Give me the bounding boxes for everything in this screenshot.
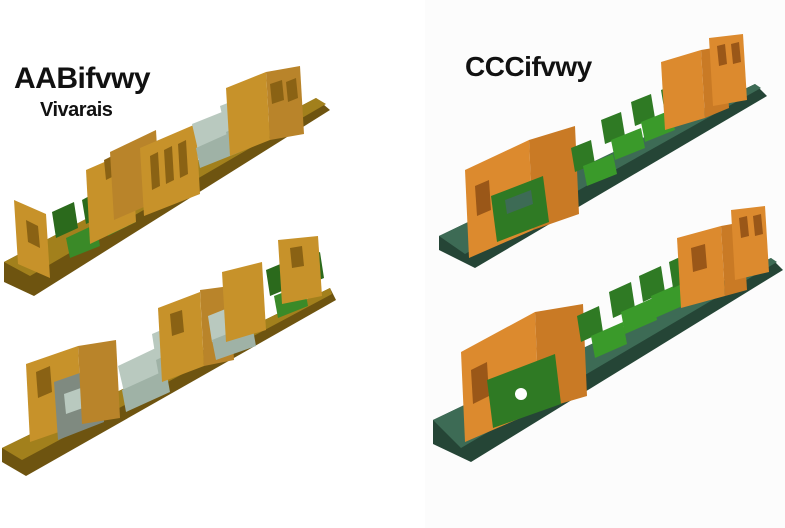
cccifvwy-model-lower — [433, 206, 783, 462]
right-panel: CCCifvwy — [425, 0, 785, 528]
model-title-cccifvwy: CCCifvwy — [465, 51, 592, 82]
model-subtitle-vivarais: Vivarais — [40, 99, 113, 121]
left-panel: AABifvwy Vivarais — [0, 0, 390, 528]
aabifvwy-model-lower — [2, 236, 336, 476]
aabifvwy-model-upper — [4, 66, 330, 296]
cccifvwy-model-upper — [439, 34, 767, 268]
model-title-aabifvwy: AABifvwy — [14, 62, 151, 95]
